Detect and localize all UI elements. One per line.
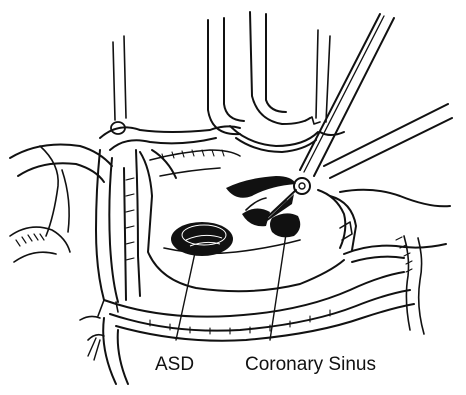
scissors-instrument <box>226 14 452 226</box>
top-retractors <box>111 12 330 134</box>
atrial-rim-upper <box>100 117 344 152</box>
asd-label: ASD <box>155 354 194 375</box>
left-retractor-arms <box>96 150 140 302</box>
asd-opening <box>171 222 233 256</box>
bottom-rim-layers <box>98 272 414 341</box>
coronary-sinus-label: Coronary Sinus <box>245 354 376 375</box>
chamber-outline <box>140 150 344 291</box>
